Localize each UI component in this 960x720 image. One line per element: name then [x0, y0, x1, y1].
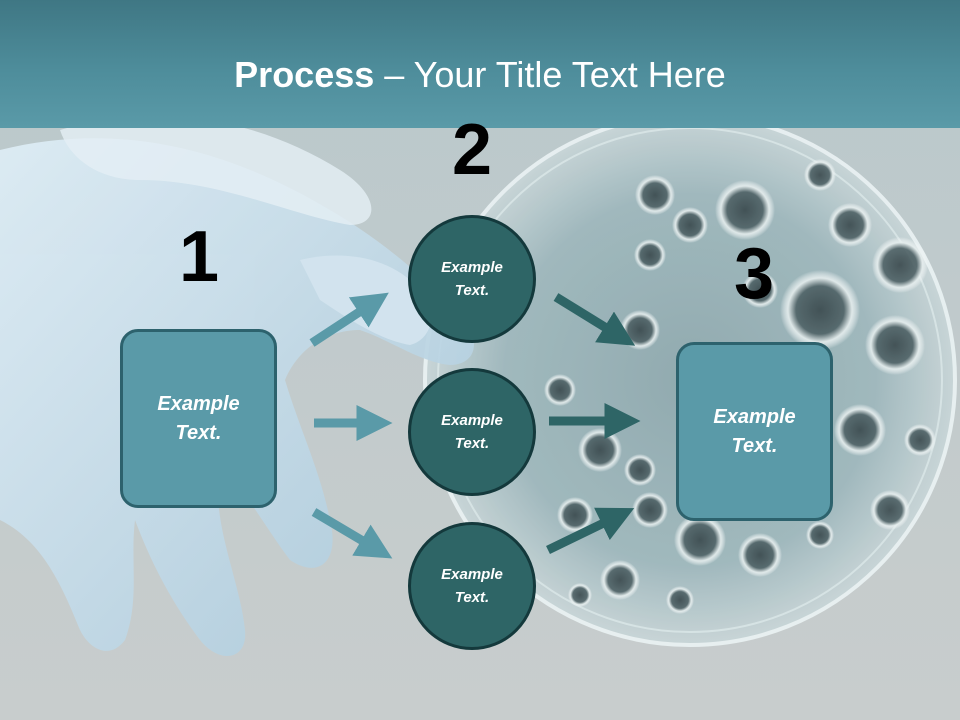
- step-2-item-2-label: Example Text.: [441, 412, 503, 452]
- step-3-label: Example Text.: [713, 405, 796, 457]
- slide-title: Process – Your Title Text Here: [0, 54, 960, 96]
- step-number-2: 2: [451, 110, 493, 190]
- arrow-1-to-2a: [309, 292, 389, 347]
- step-number-1: 1: [178, 217, 220, 297]
- arrow-1-to-2c: [311, 508, 393, 559]
- step-2-circle-top[interactable]: Example Text.: [408, 215, 536, 343]
- step-1-label: Example Text.: [157, 392, 240, 444]
- arrow-2c-to-3: [546, 507, 635, 555]
- step-2-circle-middle[interactable]: Example Text.: [408, 368, 536, 496]
- step-2-item-1-label: Example Text.: [441, 259, 503, 299]
- step-2-item-3-label: Example Text.: [441, 566, 503, 606]
- step-2-circle-bottom[interactable]: Example Text.: [408, 522, 536, 650]
- title-rest: – Your Title Text Here: [374, 54, 726, 95]
- arrow-2a-to-3: [553, 293, 636, 346]
- step-number-3: 3: [733, 234, 775, 314]
- step-3-box[interactable]: Example Text.: [676, 342, 833, 521]
- step-1-box[interactable]: Example Text.: [120, 329, 277, 508]
- title-bold: Process: [234, 54, 375, 95]
- title-bar: [0, 0, 960, 128]
